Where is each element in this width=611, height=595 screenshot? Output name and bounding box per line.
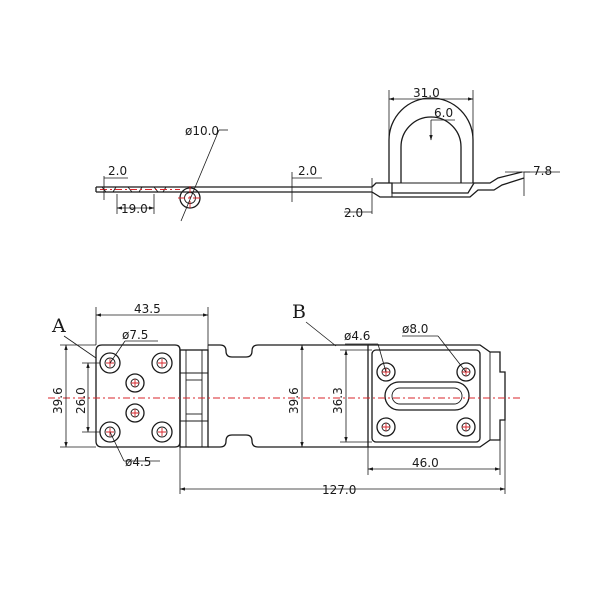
label-b-group: B bbox=[292, 301, 337, 347]
dim-plate-thickness: 2.0 bbox=[103, 164, 128, 200]
dim-label-slot-dia: ø4.6 bbox=[344, 329, 370, 343]
dim-label-tab-offset: 7.8 bbox=[533, 164, 552, 178]
dim-overall-length: 127.0 bbox=[179, 420, 506, 497]
dim-label-staple-base: 2.0 bbox=[344, 206, 363, 220]
dim-plate-b-height: 36.3 bbox=[331, 349, 372, 443]
dim-label-hole-large: ø7.5 bbox=[122, 328, 148, 342]
dim-hole-b: ø8.0 bbox=[402, 322, 467, 373]
dim-hole-pitch: 19.0 bbox=[116, 194, 155, 216]
dim-staple-base: 2.0 bbox=[344, 178, 373, 220]
dim-label-plate-thickness: 2.0 bbox=[108, 164, 127, 178]
dim-label-staple-width: 31.0 bbox=[413, 86, 440, 100]
label-a-group: A bbox=[51, 315, 97, 359]
dim-label-hole-pitch: 19.0 bbox=[121, 202, 148, 216]
dim-tab-offset: 7.8 bbox=[505, 164, 560, 196]
dim-label-height-middle: 39.6 bbox=[287, 387, 301, 414]
dim-plate-thickness-mid: 2.0 bbox=[291, 164, 322, 202]
dim-label-plate-b-width: 46.0 bbox=[412, 456, 439, 470]
plate-b bbox=[368, 344, 506, 448]
dim-label-plate-b-height: 36.3 bbox=[331, 387, 345, 414]
dim-label-staple-inner: 6.0 bbox=[434, 106, 453, 120]
dim-hole-dia: ø10.0 bbox=[180, 124, 228, 222]
hasp-body bbox=[207, 344, 369, 448]
hinge-knuckle bbox=[179, 349, 209, 448]
dim-hole-small: ø4.5 bbox=[109, 431, 160, 469]
dim-height-outer: 39.6 bbox=[51, 344, 96, 448]
side-view: ø10.0 2.0 19.0 2.0 31.0 6.0 bbox=[95, 86, 560, 222]
dim-leaf-a-width: 43.5 bbox=[95, 302, 209, 345]
dim-label-hole-b: ø8.0 bbox=[402, 322, 428, 336]
dim-plate-b-width: 46.0 bbox=[367, 440, 501, 475]
label-a: A bbox=[51, 315, 66, 337]
dim-slot-dia: ø4.6 bbox=[344, 329, 387, 373]
dim-label-leaf-a-width: 43.5 bbox=[134, 302, 161, 316]
dim-height-middle: 39.6 bbox=[287, 344, 304, 448]
dim-label-overall-length: 127.0 bbox=[322, 483, 356, 497]
dim-hole-large: ø7.5 bbox=[109, 328, 158, 364]
hasp-plate-side bbox=[95, 186, 372, 193]
hinge-pin-circle bbox=[178, 186, 202, 210]
leaf-a bbox=[95, 344, 181, 448]
dim-label-plate-thickness-mid: 2.0 bbox=[298, 164, 317, 178]
dim-staple-inner: 6.0 bbox=[429, 106, 455, 141]
dim-label-hole-small: ø4.5 bbox=[125, 455, 151, 469]
dim-hole-spacing: 26.0 bbox=[74, 362, 100, 433]
dim-label-hole-spacing: 26.0 bbox=[74, 387, 88, 414]
top-view: A B 43.5 ø7.5 ø4.5 39.6 bbox=[48, 301, 520, 497]
dim-staple-width: 31.0 bbox=[388, 86, 474, 138]
dim-label-hole-dia: ø10.0 bbox=[185, 124, 219, 138]
label-b: B bbox=[292, 301, 306, 323]
staple-side bbox=[371, 97, 525, 198]
dim-label-height-outer: 39.6 bbox=[51, 387, 65, 414]
